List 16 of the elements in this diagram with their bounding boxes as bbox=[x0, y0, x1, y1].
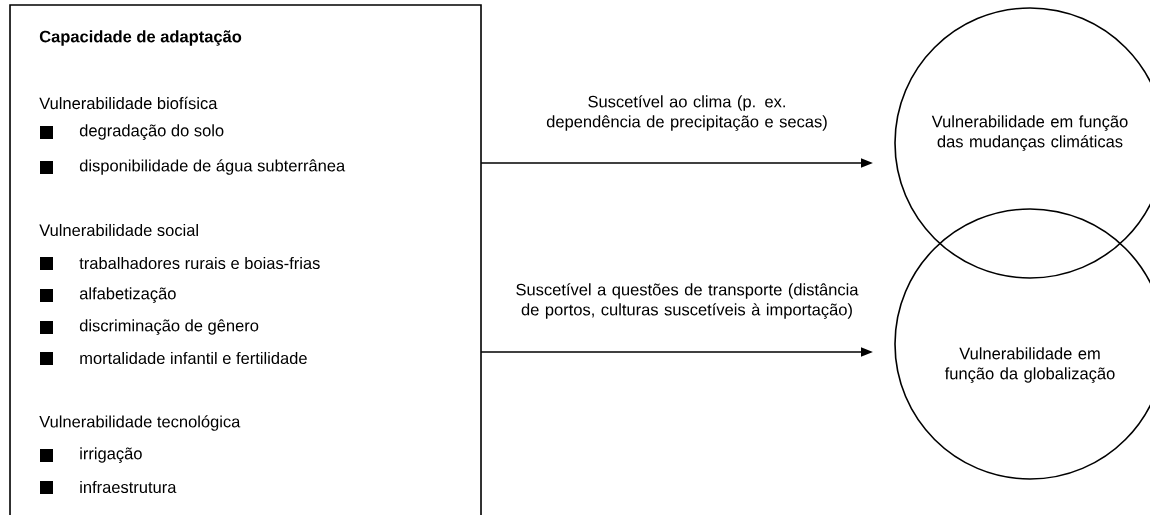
edge-label: Suscetível ao clima (p. ex. dependência de precipitação e secas) bbox=[546, 95, 827, 131]
box-heading: Capacidade de adaptação bbox=[39, 30, 242, 46]
bullet-item: degradação do solo bbox=[79, 124, 224, 140]
bullet-item: disponibilidade de água subterrânea bbox=[79, 159, 346, 175]
circle-label: Vulnerabilidade em função da globalização bbox=[944, 347, 1115, 383]
bullet-item: infraestrutura bbox=[80, 480, 177, 494]
bullet-item: irrigação bbox=[80, 447, 142, 463]
group-heading: Vulnerabilidade biofísica bbox=[39, 96, 218, 110]
group-heading: Vulnerabilidade tecnológica bbox=[39, 415, 241, 431]
bullet-item: trabalhadores rurais e boias-frias bbox=[79, 256, 320, 270]
group-heading: Vulnerabilidade social bbox=[39, 223, 198, 237]
bullet-item: mortalidade infantil e fertilidade bbox=[80, 351, 307, 365]
bullet-item: alfabetização bbox=[79, 287, 176, 303]
edge-label: Suscetível a questões de transporte (distância de portos, culturas suscetíveis à importação) bbox=[516, 283, 859, 319]
bullet-item: discriminação de gênero bbox=[79, 319, 259, 335]
circle-label: Vulnerabilidade em função das mudanças climáticas bbox=[931, 115, 1128, 151]
